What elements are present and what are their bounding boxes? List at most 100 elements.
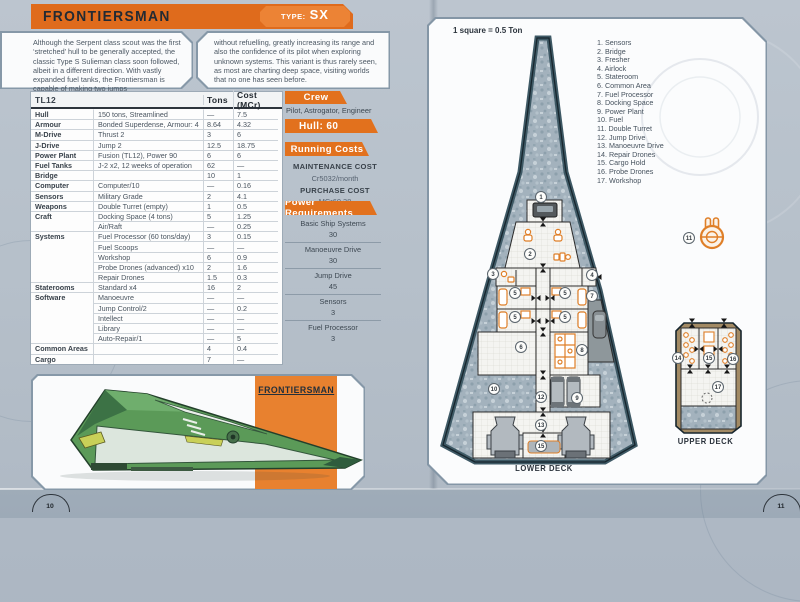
power-item-name: Basic Ship Systems	[300, 219, 366, 228]
legend-item: 3. Fresher	[597, 55, 630, 65]
stats-cell: 0.5	[233, 200, 278, 211]
room-number-circle	[535, 419, 547, 431]
room-number-text: 5	[563, 291, 567, 297]
stats-cell: 2	[233, 282, 278, 293]
stats-cell: Fusion (TL12), Power 90	[93, 149, 203, 160]
stats-cell	[31, 303, 93, 313]
stats-cell: 6	[203, 251, 233, 262]
room-number-text: 4	[590, 273, 594, 279]
legend-item: 17. Workshop	[597, 175, 642, 185]
stats-cell	[31, 252, 93, 262]
room-number-text: 10	[491, 387, 498, 393]
room-number-circle	[535, 191, 547, 203]
stats-cell	[31, 272, 93, 282]
stats-cell	[93, 353, 203, 364]
page-number-right: 11	[763, 494, 800, 516]
power-requirement-item: Basic Ship Systems 30	[285, 217, 381, 243]
stats-cell	[31, 241, 93, 251]
stats-cell: 5	[203, 210, 233, 222]
room-number-text: 16	[730, 357, 737, 363]
stats-cell: Weapons	[31, 200, 93, 211]
stats-cell: 7	[203, 353, 233, 364]
stats-cell: —	[233, 353, 278, 364]
stats-table-row: Auto-Repair/1—5	[31, 333, 282, 344]
stats-cell: Repair Drones	[93, 272, 203, 283]
compass-watermark	[641, 58, 759, 176]
intro-paragraph-2: without refuelling, greatly increasing i…	[214, 38, 377, 85]
power-item-value: 30	[328, 230, 338, 239]
double-turret-icon	[699, 217, 725, 250]
stats-cell: Probe Drones (advanced) x10	[93, 261, 203, 272]
stats-cell: Workshop	[93, 251, 203, 262]
stats-cell: Double Turret (empty)	[93, 200, 203, 211]
stats-cell: Computer/10	[93, 180, 203, 191]
intro-paragraph-1: Although the Serpent class scout was the…	[33, 38, 181, 94]
legend-item: 4. Airlock	[597, 63, 627, 73]
stats-cell: 6	[233, 149, 278, 160]
stats-cell: Cargo	[31, 353, 93, 364]
stats-cell: 16	[203, 282, 233, 293]
room-number-circle	[509, 287, 521, 299]
power-requirements-header: Power Requirements	[285, 201, 377, 215]
legend-item: 1. Sensors	[597, 38, 632, 47]
stats-cell: 2	[203, 190, 233, 201]
intro-text-box-2: without refuelling, greatly increasing i…	[196, 31, 390, 89]
stats-cell: 6	[203, 149, 233, 160]
stats-cell: Systems	[31, 231, 93, 241]
stats-cell: 6	[233, 129, 278, 140]
room-number-text: 12	[538, 395, 545, 401]
legend-item: 5. Stateroom	[597, 72, 639, 82]
room-number-text: 15	[706, 356, 713, 362]
ship-type-tab: TYPE: SX	[260, 6, 350, 27]
stats-table-row: Cargo 7—	[31, 353, 282, 364]
maintenance-cost-label: MAINTENANCE COST	[292, 162, 378, 171]
room-number-text: 2	[528, 252, 532, 258]
stats-cell: Power Plant	[31, 149, 93, 160]
legend-item: 9. Power Plant	[597, 106, 644, 116]
room-number-circle	[586, 269, 598, 281]
legend-item: 16. Probe Drones	[597, 166, 654, 176]
stats-cell: 8.64	[203, 119, 233, 130]
room-number-text: 17	[715, 385, 722, 391]
stats-cell: J-2 x2, 12 weeks of operation	[93, 159, 203, 171]
col-header-tons: Tons	[203, 94, 233, 105]
furniture	[498, 228, 587, 369]
stats-cell: M-Drive	[31, 129, 93, 139]
stats-cell: Library	[93, 322, 203, 334]
stats-cell: Air/Raft	[93, 221, 203, 232]
legend-item: 7. Fuel Processor	[597, 89, 654, 99]
stats-cell: Bridge	[31, 170, 93, 180]
purchase-cost-label: PURCHASE COST	[300, 185, 370, 195]
stats-cell: —	[233, 241, 278, 252]
power-item-value: 30	[328, 256, 338, 265]
col-header-cost: Cost (MCr)	[233, 89, 278, 110]
stats-table-row: Jump Control/2—0.2	[31, 302, 282, 313]
stats-cell: 0.15	[233, 231, 278, 242]
room-number-circle	[683, 232, 695, 244]
stats-table-row: Fuel Scoops——	[31, 241, 282, 252]
stats-cell: Software	[31, 292, 93, 302]
stats-cell: —	[233, 312, 278, 323]
stats-cell: —	[203, 333, 233, 344]
stats-cell: 5	[233, 333, 278, 344]
room-number-circle	[712, 381, 724, 393]
room-number-text: 8	[580, 348, 584, 354]
room-number-text: 6	[519, 345, 523, 351]
stats-cell: 1.6	[233, 261, 278, 272]
page-title: FRONTIERSMAN	[42, 8, 171, 25]
stats-cell: —	[203, 109, 233, 120]
